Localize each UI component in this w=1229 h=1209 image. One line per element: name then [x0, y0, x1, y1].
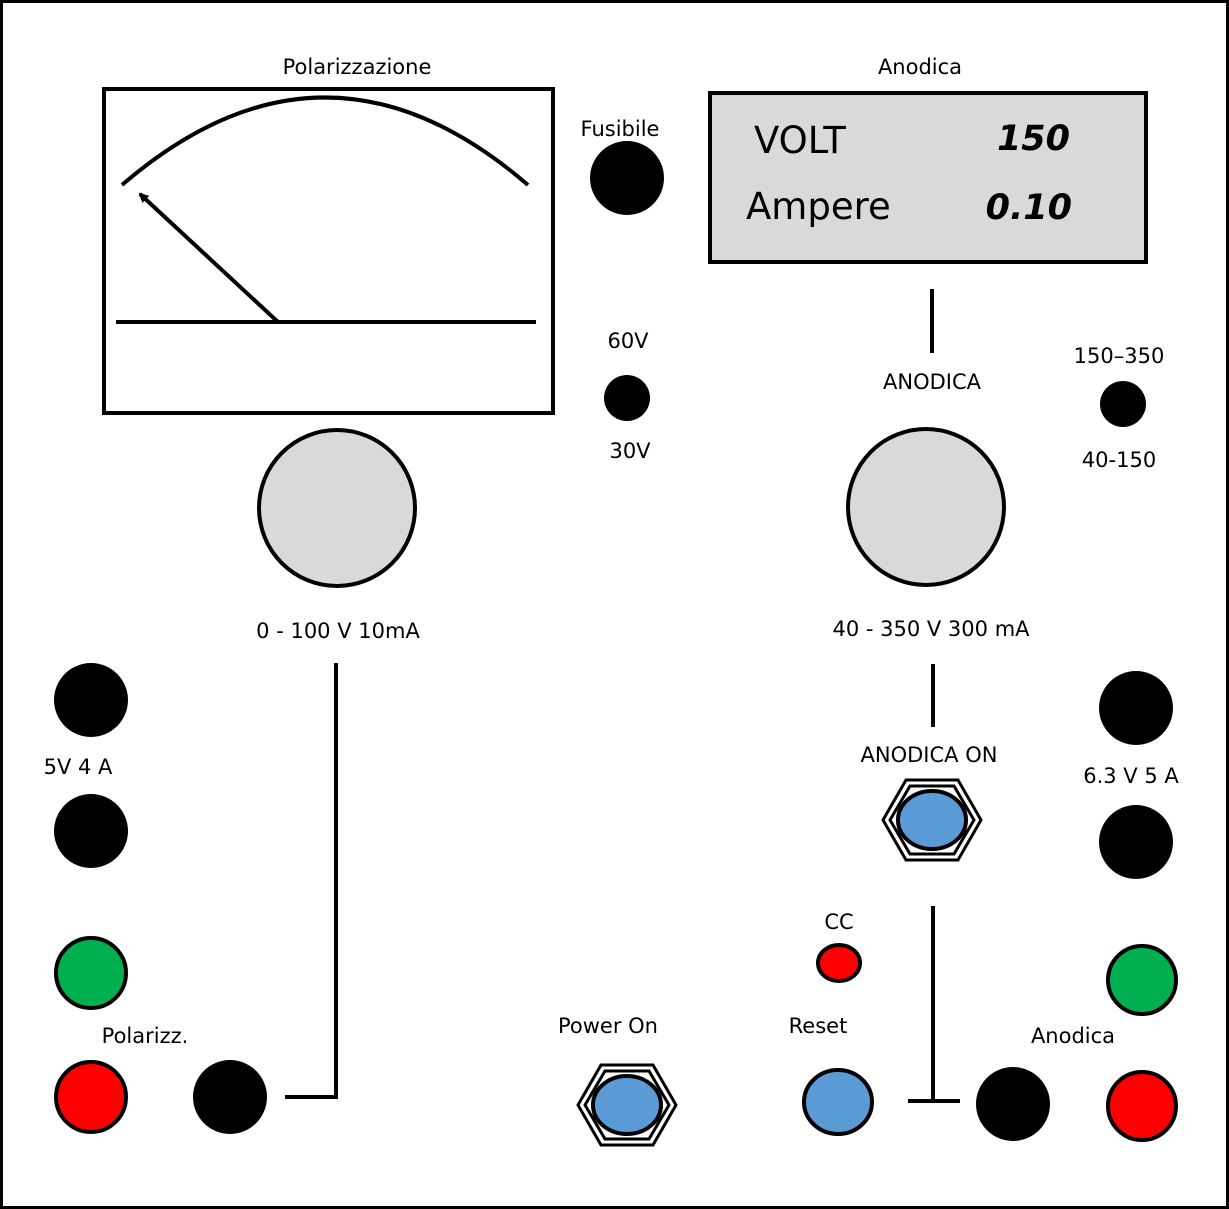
anodica-on-label: ANODICA ON [861, 743, 998, 767]
jack-green-right[interactable] [1106, 944, 1178, 1016]
lcd-display: VOLT 150 Ampere 0.10 [708, 91, 1148, 264]
jack-anodica-output[interactable] [976, 1067, 1050, 1141]
jack-red-left[interactable] [54, 1060, 128, 1134]
volt-label: VOLT [754, 119, 846, 162]
reset-button[interactable] [802, 1068, 874, 1136]
reset-label: Reset [789, 1014, 848, 1038]
polarizzazione-range-label: 0 - 100 V 10mA [256, 619, 420, 643]
jack-63v-top[interactable] [1099, 671, 1173, 745]
fusibile-label: Fusibile [581, 117, 660, 141]
cc-led [816, 943, 862, 983]
anodica-range-switch[interactable] [1100, 381, 1146, 427]
power-on-label: Power On [558, 1014, 658, 1038]
60v-label: 60V [607, 329, 649, 353]
anodica-range-label: 40 - 350 V 300 mA [832, 617, 1030, 641]
range-low-label: 40-150 [1082, 448, 1156, 472]
ampere-value: 0.10 [986, 188, 1072, 228]
jack-red-right[interactable] [1106, 1070, 1178, 1142]
polarizzazione-knob[interactable] [257, 428, 417, 588]
jack-5v-top[interactable] [54, 663, 128, 737]
power-on-button[interactable] [576, 1063, 678, 1147]
anodica-on-cap [896, 789, 968, 851]
lcd-screen [708, 91, 1148, 264]
5v-4a-label: 5V 4 A [44, 755, 113, 779]
cc-label: CC [824, 910, 853, 934]
anodica-title: Anodica [878, 55, 962, 79]
meter-frame [102, 87, 555, 415]
anodica-on-button[interactable] [881, 778, 983, 862]
anodica-knob-label: ANODICA [883, 370, 982, 394]
fuse-holder[interactable] [590, 141, 664, 215]
meter-needle [138, 192, 280, 324]
analog-meter [102, 87, 555, 415]
voltage-range-switch[interactable] [604, 375, 650, 421]
ampere-label: Ampere [746, 185, 891, 228]
anodica-output-label: Anodica [1031, 1024, 1115, 1048]
power-on-cap [591, 1074, 663, 1136]
polarizz-label: Polarizz. [102, 1024, 189, 1048]
jack-polarizz-output[interactable] [193, 1060, 267, 1134]
anodica-knob[interactable] [846, 427, 1006, 587]
polarizzazione-title: Polarizzazione [283, 55, 432, 79]
range-high-label: 150–350 [1074, 344, 1165, 368]
meter-scale-arc [120, 95, 530, 187]
63v-5a-label: 6.3 V 5 A [1083, 764, 1179, 788]
jack-green-left[interactable] [54, 936, 128, 1010]
30v-label: 30V [609, 439, 651, 463]
jack-5v-bottom[interactable] [54, 794, 128, 868]
volt-value: 150 [997, 119, 1070, 159]
jack-63v-bottom[interactable] [1099, 805, 1173, 879]
